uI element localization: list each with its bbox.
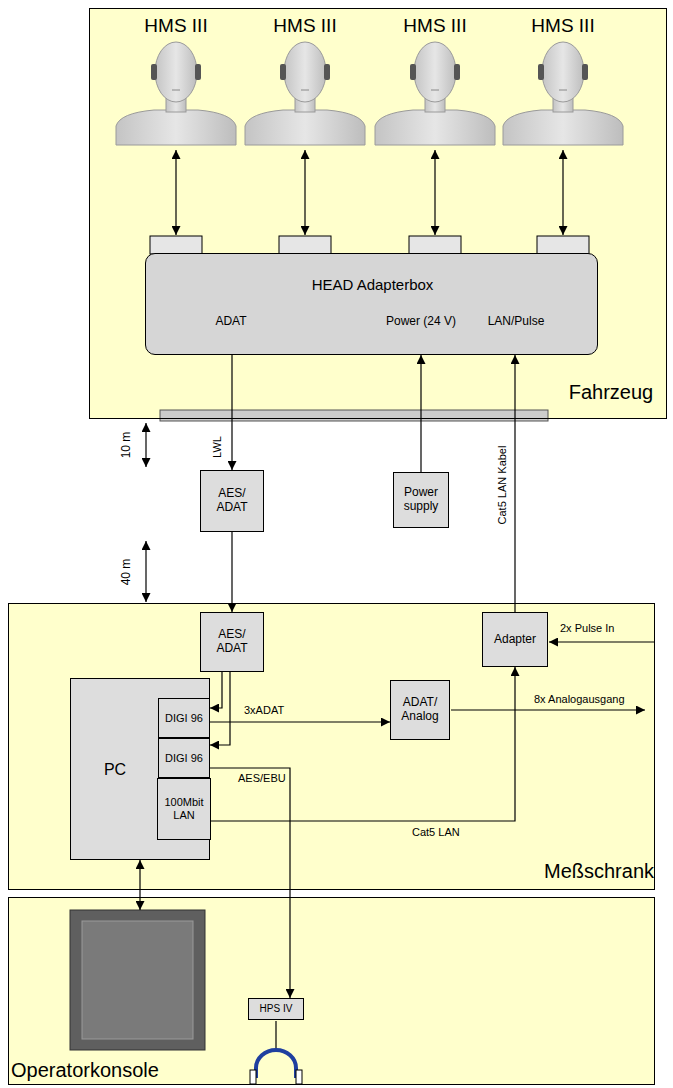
connector-label: Cat5 LAN Kabel <box>496 444 508 527</box>
box-label: HPS IV <box>260 1003 293 1015</box>
signal-connector <box>139 860 140 910</box>
signal-connector <box>420 355 421 472</box>
pc-box: DIGI 96 DIGI 96 100Mbit LAN PC <box>70 678 210 860</box>
box-label: HMS III <box>273 15 336 37</box>
box-label: HMS III <box>403 15 466 37</box>
console-region: HPS IV Operatorkonsole <box>8 897 655 1085</box>
box-label: PC <box>104 761 126 779</box>
box-label: DIGI 96 <box>165 752 203 765</box>
vehicle-region: HMS III HMS III HMS III HMS III HEAD Adapter… <box>89 8 667 419</box>
signal-connector <box>231 355 232 470</box>
region-label: Meßschrank <box>544 860 654 883</box>
pulse-input-arrow <box>549 641 655 642</box>
connector-sockets <box>150 236 589 254</box>
box-label: HMS III <box>531 15 594 37</box>
box-label: 100Mbit LAN <box>161 796 207 821</box>
sound-card: DIGI 96 <box>158 738 210 778</box>
signal-label: 2x Pulse In <box>558 622 616 634</box>
adapter-module: Adapter <box>482 612 548 667</box>
head-simulator: HMS III <box>501 12 625 150</box>
signal-connector <box>514 355 515 612</box>
cable-duct <box>160 410 548 421</box>
converter-box: AES/ ADAT <box>200 612 264 672</box>
converter-box: ADAT/ Analog <box>390 680 450 740</box>
connector-label: 3xADAT <box>242 704 286 716</box>
connector-label: Cat5 LAN <box>410 826 462 838</box>
monitor <box>70 910 205 1050</box>
port-label: ADAT <box>215 315 246 329</box>
signal-connector <box>175 150 176 235</box>
connector-label: AES/EBU <box>236 772 288 784</box>
dimension-arrows <box>145 423 146 602</box>
dummy-heads <box>116 42 623 145</box>
head-simulator: HMS III <box>373 12 497 150</box>
signal-connector <box>210 672 222 708</box>
signal-connector <box>562 150 563 235</box>
signal-connector <box>211 667 515 821</box>
signal-connector <box>304 150 305 235</box>
box-label: Adapter <box>494 633 536 647</box>
box-label: AES/ ADAT <box>212 487 252 515</box>
region-fill <box>8 897 655 1085</box>
headphone-amp: HPS IV <box>248 998 304 1020</box>
connector-label: LWL <box>211 434 223 460</box>
box-label: HEAD Adapterbox <box>312 276 434 293</box>
box-label: AES/ ADAT <box>212 628 252 656</box>
box-label: ADAT/ Analog <box>397 696 443 724</box>
signal-connector <box>434 150 435 235</box>
signal-connector <box>231 532 232 612</box>
signal-label: 8x Analogausgang <box>532 693 627 705</box>
headphone-cable <box>275 1021 276 1052</box>
converter-box: AES/ ADAT <box>200 470 264 532</box>
signal-connector <box>210 672 230 745</box>
region-label: Fahrzeug <box>569 381 654 404</box>
port-label: Power (24 V) <box>386 315 456 329</box>
head-simulator: HMS III <box>243 12 367 150</box>
adapter-box: HEAD AdapterboxADAT Power (24 V) LAN/Pulse <box>145 253 598 355</box>
analog-output-arrow <box>451 709 645 710</box>
power-supply-box: Power supply <box>393 472 449 528</box>
rack-region: AES/ ADAT AdapterDIGI 96 DIGI 96 100Mbit LA… <box>8 603 655 890</box>
head-simulator: HMS III <box>114 12 238 150</box>
region-fill <box>8 603 655 890</box>
dimension-label: 10 m <box>120 430 133 461</box>
network-card: 100Mbit LAN <box>157 778 211 840</box>
signal-connector <box>210 721 390 722</box>
box-label: Power supply <box>399 486 443 514</box>
dimension-label: 40 m <box>120 557 133 588</box>
signal-connector <box>210 768 290 998</box>
region-fill <box>89 8 667 419</box>
box-label: HMS III <box>144 15 207 37</box>
headphones <box>250 1050 302 1084</box>
box-label: DIGI 96 <box>165 712 203 725</box>
sound-card: DIGI 96 <box>158 698 210 738</box>
port-label: LAN/Pulse <box>488 315 545 329</box>
region-label: Operatorkonsole <box>11 1059 159 1082</box>
